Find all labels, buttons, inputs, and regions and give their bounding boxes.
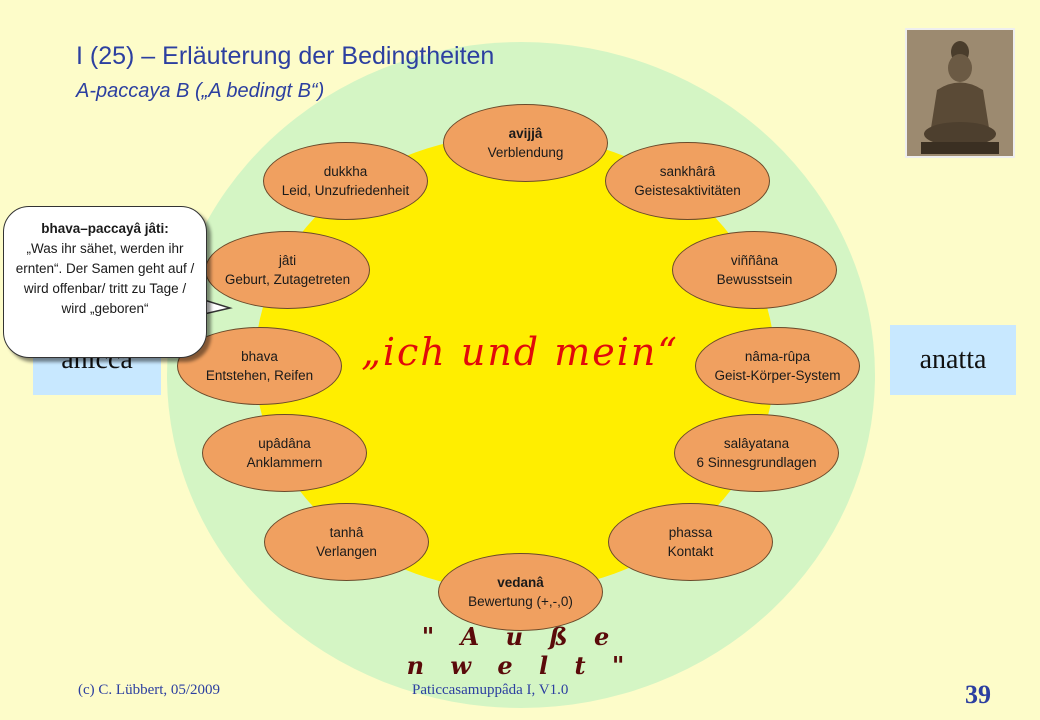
slide-title: I (25) – Erläuterung der Bedingtheiten xyxy=(76,42,495,70)
node-jati: jâti Geburt, Zutagetreten xyxy=(205,231,370,309)
node-desc: Bewusstsein xyxy=(716,272,793,287)
node-phassa: phassa Kontakt xyxy=(608,503,773,581)
node-nama-rupa: nâma-rûpa Geist-Körper-System xyxy=(695,327,860,405)
callout-tail xyxy=(204,299,233,315)
callout-text: „Was ihr sähet, werden ihr ernten“. Der … xyxy=(15,241,195,316)
node-desc: Verblendung xyxy=(487,145,564,160)
node-dukkha: dukkha Leid, Unzufriedenheit xyxy=(263,142,428,220)
node-upadana: upâdâna Anklammern xyxy=(202,414,367,492)
slide-subtitle: A-paccaya B („A bedingt B“) xyxy=(76,80,325,102)
callout-title: bhava–paccayâ jâti: xyxy=(41,221,169,236)
footer-version: Paticcasamuppâda I, V1.0 xyxy=(412,682,569,698)
bhava-jati-callout: bhava–paccayâ jâti: „Was ihr sähet, werd… xyxy=(3,206,207,358)
anatta-box: anatta xyxy=(890,325,1016,395)
node-desc: Bewertung (+,-,0) xyxy=(468,594,573,609)
node-desc: Entstehen, Reifen xyxy=(205,368,314,383)
node-desc: 6 Sinnesgrundlagen xyxy=(696,455,817,470)
node-desc: Leid, Unzufriedenheit xyxy=(281,183,410,198)
node-name: dukkha xyxy=(323,164,368,179)
node-name: bhava xyxy=(241,349,278,364)
node-name: phassa xyxy=(668,525,713,540)
node-avijja: avijjâ Verblendung xyxy=(443,104,608,182)
node-name: upâdâna xyxy=(258,436,311,451)
node-name: vedanâ xyxy=(497,575,544,590)
node-desc: Verlangen xyxy=(316,544,377,559)
node-sankhara: sankhârâ Geistesaktivitäten xyxy=(605,142,770,220)
node-name: sankhârâ xyxy=(659,164,716,179)
node-name: viññâna xyxy=(730,253,779,268)
node-desc: Anklammern xyxy=(246,455,323,470)
node-tanha: tanhâ Verlangen xyxy=(264,503,429,581)
node-name: salâyatana xyxy=(723,436,790,451)
copyright: (c) C. Lübbert, 05/2009 xyxy=(78,682,221,698)
node-name: avijjâ xyxy=(508,126,543,141)
node-name: tanhâ xyxy=(329,525,364,540)
buddha-image xyxy=(905,28,1015,158)
node-desc: Geburt, Zutagetreten xyxy=(224,272,351,287)
node-vedana: vedanâ Bewertung (+,-,0) xyxy=(438,553,603,631)
node-salayatana: salâyatana 6 Sinnesgrundlagen xyxy=(674,414,839,492)
node-desc: Geist-Körper-System xyxy=(714,368,841,383)
node-vinnana: viññâna Bewusstsein xyxy=(672,231,837,309)
center-ego-text: „ich und mein“ xyxy=(361,330,679,374)
node-desc: Kontakt xyxy=(667,544,714,559)
node-desc: Geistesaktivitäten xyxy=(634,183,741,198)
node-name: nâma-rûpa xyxy=(744,349,811,364)
page-number: 39 xyxy=(965,680,991,709)
node-name: jâti xyxy=(278,253,297,268)
